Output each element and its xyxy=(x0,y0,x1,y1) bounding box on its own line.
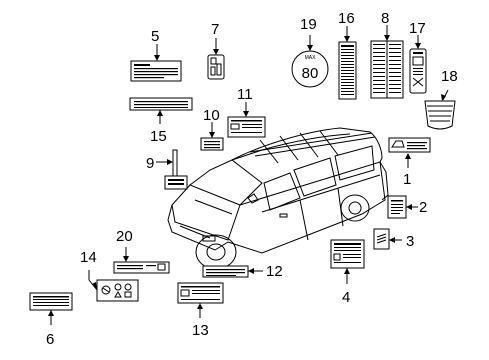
callout-3: 3 xyxy=(406,233,414,250)
callout-5: 5 xyxy=(151,28,159,45)
callout-9: 9 xyxy=(146,155,154,172)
label-part-10 xyxy=(200,122,224,151)
callout-2: 2 xyxy=(419,199,427,216)
callout-6: 6 xyxy=(46,331,54,348)
label-part-13 xyxy=(177,282,224,318)
callout-13: 13 xyxy=(192,322,209,339)
callout-11: 11 xyxy=(237,86,253,103)
label-part-18 xyxy=(424,89,456,130)
label-part-17 xyxy=(409,35,427,94)
label-part-12 xyxy=(202,265,263,278)
callout-17: 17 xyxy=(409,20,426,37)
label-part-15 xyxy=(129,97,193,124)
label-part-16 xyxy=(338,26,357,100)
callout-4: 4 xyxy=(342,289,350,306)
callout-20: 20 xyxy=(116,228,133,245)
label-part-11 xyxy=(227,102,266,138)
label-part-6 xyxy=(29,292,73,325)
callout-7: 7 xyxy=(211,21,219,38)
label-part-3 xyxy=(373,228,402,250)
callout-18: 18 xyxy=(441,68,458,85)
label-part-5 xyxy=(130,44,182,82)
callout-1: 1 xyxy=(403,171,411,188)
speed-label-max: MAX xyxy=(305,55,317,61)
label-part-9 xyxy=(156,149,188,190)
label-part-19: MAX 80 xyxy=(291,35,329,88)
label-part-8 xyxy=(370,25,404,99)
minivan-illustration xyxy=(167,127,389,270)
label-part-20 xyxy=(113,247,170,274)
callout-12: 12 xyxy=(266,263,283,280)
callout-10: 10 xyxy=(203,107,220,124)
speed-label-value: 80 xyxy=(302,65,319,82)
label-part-7 xyxy=(207,38,225,80)
callout-15: 15 xyxy=(150,128,167,145)
label-part-14 xyxy=(88,270,139,302)
callout-19: 19 xyxy=(300,16,317,33)
label-part-1 xyxy=(388,137,431,168)
label-part-2 xyxy=(387,195,418,219)
label-part-4 xyxy=(330,239,365,284)
callout-8: 8 xyxy=(381,10,389,27)
callout-14: 14 xyxy=(80,249,97,266)
callout-16: 16 xyxy=(338,10,355,27)
